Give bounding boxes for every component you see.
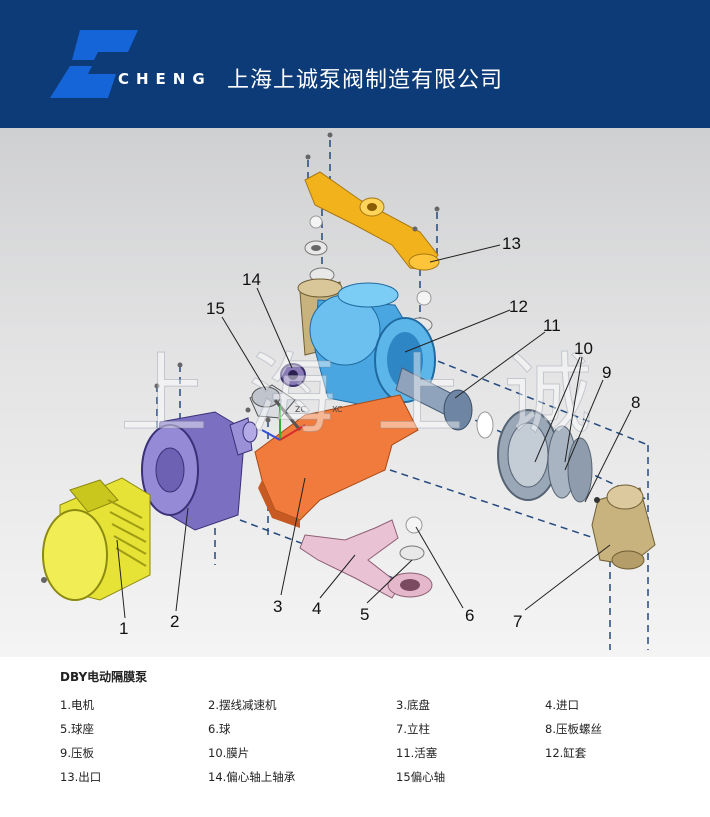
company-logo: [50, 30, 138, 98]
callout-7: 7: [513, 612, 522, 631]
legend-item: 12.缸套: [545, 746, 587, 760]
legend-item: 2.摆线减速机: [208, 698, 277, 712]
callout-11: 11: [543, 316, 561, 335]
diaphragm: [497, 409, 593, 503]
axis-z-label: ZC: [295, 405, 306, 414]
axis-x-label: XC: [332, 405, 343, 414]
legend-item: 14.偏心轴上轴承: [208, 770, 296, 784]
upper-bearing: [280, 363, 306, 387]
callout-10: 10: [574, 339, 593, 358]
legend-item: 6.球: [208, 722, 231, 736]
logo-shape-bottom: [50, 66, 116, 98]
company-name: 上海上诚泵阀制造有限公司: [227, 68, 504, 93]
cycloid-reducer: [141, 411, 258, 531]
legend-item: 3.底盘: [396, 698, 430, 712]
legend-item: 7.立柱: [396, 722, 430, 736]
callout-labels: 1 2 3 4 5 6 7 8 9 10 11 12 13 14 15: [119, 234, 640, 638]
callout-4: 4: [312, 599, 321, 618]
logo-slot: [96, 58, 110, 68]
legend-item: 11.活塞: [396, 746, 438, 760]
leader-lines: [116, 244, 632, 619]
logo-shape-top: [72, 30, 138, 60]
callout-12: 12: [509, 297, 528, 316]
callout-3: 3: [273, 597, 282, 616]
piston: [395, 367, 494, 439]
inlet-pipe: [299, 519, 433, 599]
callout-6: 6: [465, 606, 474, 625]
axis-marker: ZC XC: [261, 405, 343, 441]
callout-9: 9: [602, 363, 611, 382]
exploded-diagram: ZC XC: [0, 128, 710, 657]
legend-item: 1.电机: [60, 698, 94, 712]
motor: [41, 477, 151, 601]
callout-14: 14: [242, 270, 261, 289]
brand-name: CHENG: [118, 70, 212, 88]
callout-8: 8: [631, 393, 640, 412]
callout-2: 2: [170, 612, 179, 631]
legend-item: 8.压板螺丝: [545, 722, 602, 736]
callout-1: 1: [119, 619, 128, 638]
legend-item: 5.球座: [60, 722, 94, 736]
legend-item: 15偏心轴: [396, 770, 446, 784]
legend-item: 4.进口: [545, 698, 579, 712]
callout-13: 13: [502, 234, 521, 253]
header-banner: CHENG 上海上诚泵阀制造有限公司: [0, 0, 710, 128]
diagram-canvas: ZC XC: [41, 132, 656, 650]
legend-item: 13.出口: [60, 770, 102, 784]
legend-title: DBY电动隔膜泵: [60, 670, 148, 684]
legend-item: 9.压板: [60, 746, 94, 760]
callout-5: 5: [360, 605, 369, 624]
parts-legend: DBY电动隔膜泵 1.电机 2.摆线减速机 3.底盘 4.进口 5.球座 6.球…: [0, 657, 710, 817]
cylinder-liner: [309, 282, 436, 409]
legend-item: 10.膜片: [208, 746, 250, 760]
watermark-text: 上海上诚: [120, 343, 632, 446]
bolt-heads: [154, 132, 440, 423]
callout-15: 15: [206, 299, 225, 318]
outlet-pipe: [304, 171, 440, 271]
eccentric-shaft: [249, 384, 302, 431]
right-pillar: [591, 484, 656, 570]
